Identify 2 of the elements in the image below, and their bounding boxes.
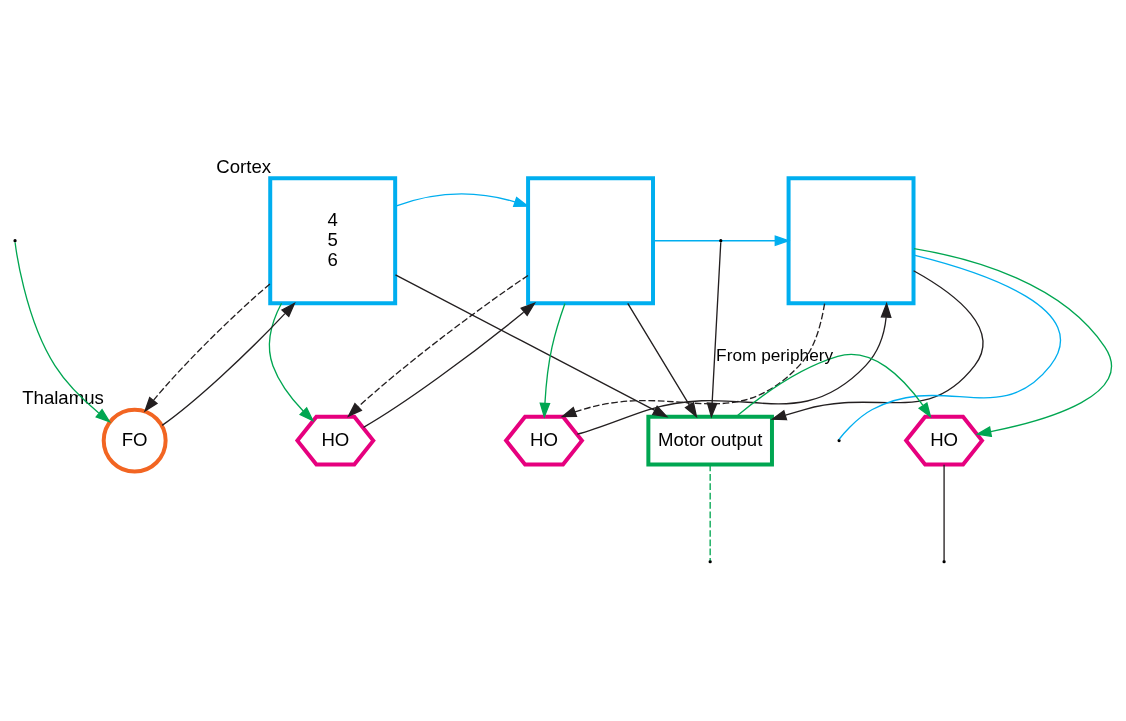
node-label: Cortex — [216, 156, 272, 178]
edge-label: From periphery — [716, 344, 834, 365]
